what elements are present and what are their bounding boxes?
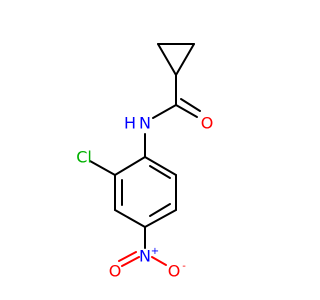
nitro-n-o-double-bond-1 <box>121 256 140 267</box>
nitro-n-o-single-bond <box>151 256 167 266</box>
nitro-nitrogen-label: N <box>139 247 151 266</box>
molecule-canvas: N H O Cl N + O O - <box>76 43 214 281</box>
carbonyl-double-bond-1 <box>175 104 198 118</box>
ring-bond-bottom-right <box>144 209 177 228</box>
nitro-negative-charge: - <box>182 261 186 272</box>
carbonyl-oxygen-label: O <box>201 114 214 133</box>
ring-inner-bond-1 <box>149 165 171 179</box>
ring-to-cl-bond <box>89 160 116 176</box>
nitro-oxygen-right-label: O <box>168 262 181 281</box>
carbonyl-to-nh-bond <box>152 104 177 119</box>
ring-bond-bottom-left <box>114 209 146 228</box>
carbonyl-double-bond-2 <box>180 98 201 112</box>
amide-hydrogen-label: H <box>124 114 136 133</box>
chlorine-label: Cl <box>76 148 92 167</box>
ring-bond-top-right <box>144 156 177 176</box>
nitro-positive-charge: + <box>151 246 159 257</box>
cyclopropane-bond-left <box>157 43 177 76</box>
ring-inner-bond-2 <box>149 203 171 217</box>
nitro-oxygen-left-label: O <box>109 262 122 281</box>
molecule-diagram: N H O Cl N + O O - <box>76 43 214 281</box>
nitro-n-o-double-bond-2 <box>118 251 137 262</box>
amide-nitrogen-label: N <box>139 114 151 133</box>
ring-bond-top-left <box>114 156 146 176</box>
cyclopropane-bond-right <box>175 43 195 76</box>
